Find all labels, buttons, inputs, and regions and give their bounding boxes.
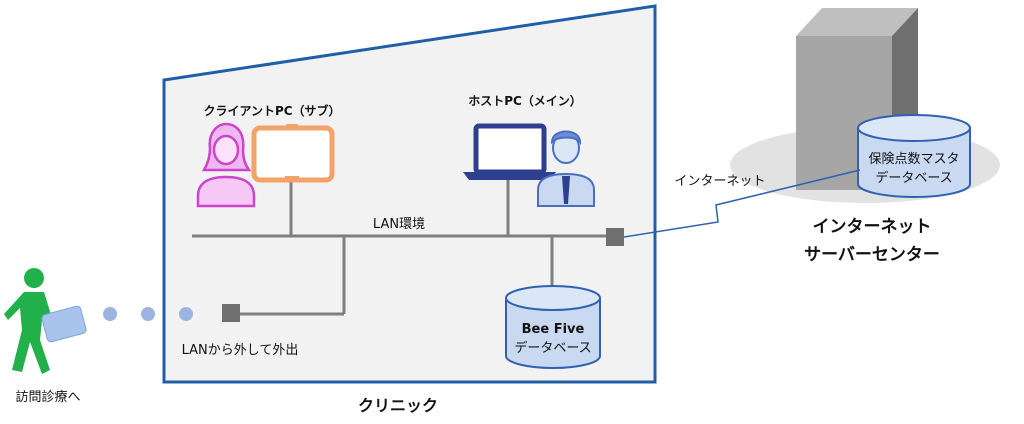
clinic-label: クリニック xyxy=(358,396,438,415)
beefive-label-line1: Bee Five xyxy=(522,322,585,337)
host-pc-label: ホストPC（メイン） xyxy=(468,93,582,108)
server-center-label-line2: サーバーセンター xyxy=(804,245,940,265)
lan-label: LAN環境 xyxy=(373,217,425,232)
visit-label: 訪問診療へ xyxy=(15,389,80,405)
lan-lines xyxy=(192,178,612,316)
laptop-icon xyxy=(463,123,556,180)
server-center-label-line1: インターネット xyxy=(813,217,932,237)
takeout-label: LANから外して外出 xyxy=(182,343,299,358)
master-db-label-line2: データベース xyxy=(875,170,952,186)
host-user-icon xyxy=(537,130,595,207)
tablet-icon xyxy=(251,124,335,183)
beefive-label-line2: データベース xyxy=(514,340,591,356)
master-database-icon xyxy=(857,114,971,198)
internet-label: インターネット xyxy=(674,174,765,189)
movement-dots xyxy=(103,307,193,321)
walking-doctor-icon xyxy=(4,268,87,374)
client-pc-label: クライアントPC（サブ） xyxy=(203,103,340,118)
master-db-label-line1: 保険点数マスタ xyxy=(868,152,959,167)
internet-link xyxy=(623,169,861,238)
router-node xyxy=(606,228,624,246)
beefive-database-icon xyxy=(505,285,601,369)
disconnected-port-node xyxy=(222,304,240,322)
client-user-icon xyxy=(196,122,256,208)
